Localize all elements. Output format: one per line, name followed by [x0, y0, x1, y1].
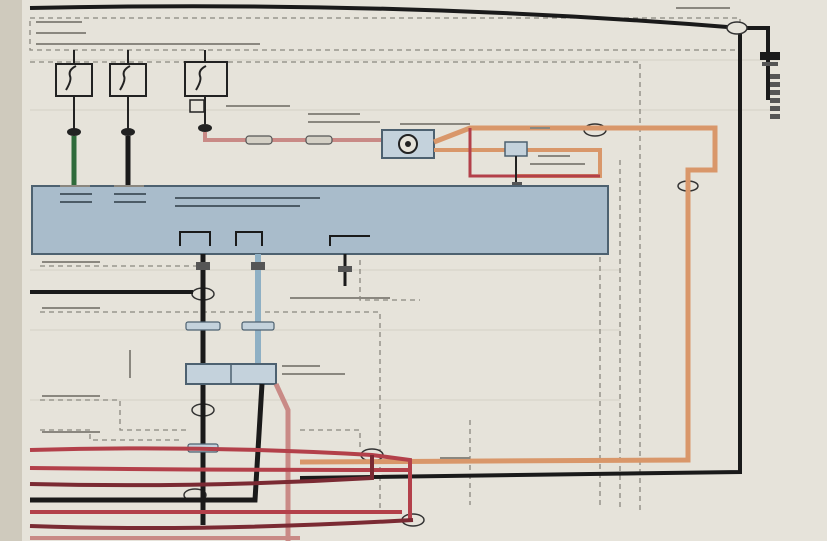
inline-connector-icon [245, 135, 333, 145]
connector-label-lines [129, 297, 390, 378]
sensor-circle-icon [381, 129, 435, 159]
wire-black-right-branch [740, 26, 770, 100]
right-connector-stack [760, 52, 780, 119]
bottom-harness-wires [29, 446, 414, 540]
wire-pink-lower [273, 382, 291, 541]
fuse-drop-wires [67, 96, 212, 185]
wire-black-lower [30, 383, 265, 503]
page-texture [30, 59, 780, 401]
ecu-module-block [31, 185, 609, 255]
fuse-symbol-icon [109, 50, 147, 97]
relay-label-lines [530, 127, 585, 165]
module-output-wires [196, 254, 352, 525]
wire-black-top [29, 4, 742, 480]
binding-shadow [0, 0, 22, 541]
left-label-lines [42, 185, 470, 459]
header-text-lines [36, 7, 730, 45]
sensor-label-lines [226, 105, 470, 125]
connector-block-icon [185, 363, 277, 385]
wire-red-inner [468, 128, 600, 178]
dashed-harness-outlines [29, 17, 741, 510]
